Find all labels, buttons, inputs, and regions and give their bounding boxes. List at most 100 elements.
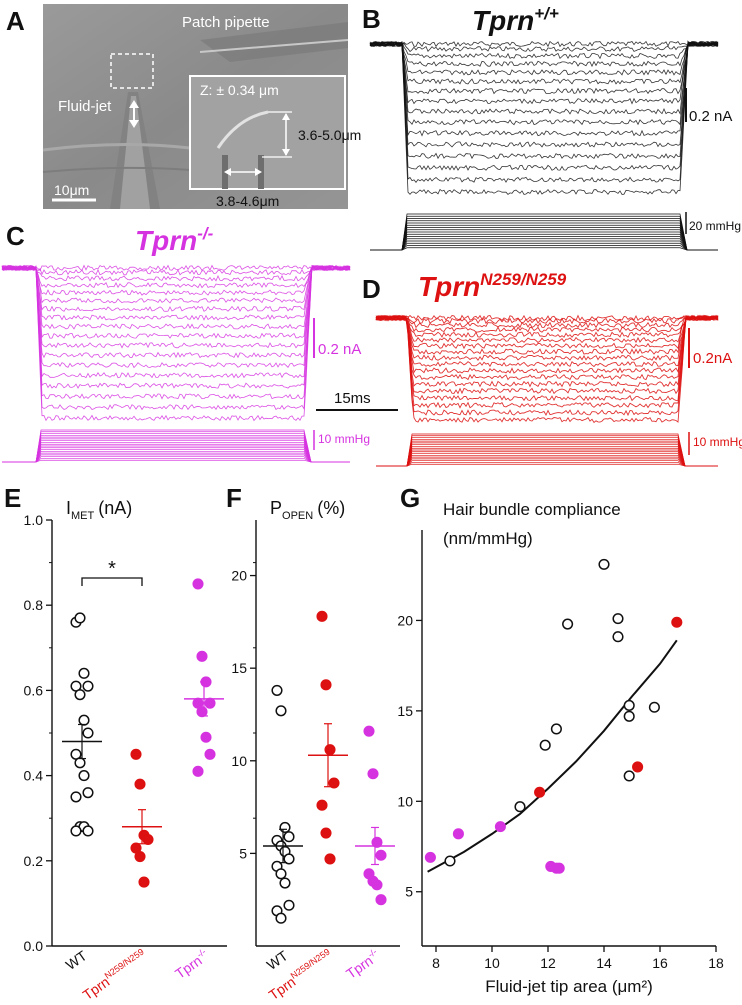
chart-title-unit: (nm/mmHg) [443, 529, 533, 548]
current-trace [369, 40, 719, 195]
data-point [200, 731, 212, 743]
category-label: Tprn-/- [171, 947, 211, 982]
current-trace [369, 40, 719, 95]
data-point [550, 723, 562, 735]
current-trace [369, 40, 719, 60]
data-point [275, 868, 287, 880]
data-point [74, 689, 86, 701]
pressure-trace [376, 446, 718, 467]
data-point [632, 761, 644, 773]
data-point [192, 765, 204, 777]
current-trace [1, 264, 350, 379]
y-tick-label: 15 [397, 703, 413, 719]
significance-marker: * [108, 558, 116, 580]
data-point [192, 578, 204, 590]
panel-label-g: G [400, 483, 420, 513]
x-tick-label: 10 [484, 955, 500, 971]
category-label: WT [63, 947, 90, 973]
pressure-trace [370, 238, 718, 251]
y-tick-label: 10 [397, 793, 413, 809]
patch-pipette-label: Patch pipette [182, 14, 270, 31]
panel-c-title-base: Tprn [135, 225, 197, 256]
panel-b-title-sup: +/+ [534, 4, 559, 23]
data-point [648, 701, 660, 713]
data-point [320, 827, 332, 839]
data-point [74, 757, 86, 769]
pressure-trace [2, 431, 350, 463]
pressure-trace [370, 247, 718, 251]
panel-label-b: B [362, 4, 381, 34]
current-trace [369, 41, 719, 115]
current-trace [369, 40, 719, 137]
current-trace [369, 40, 719, 85]
y-tick-label: 0.8 [24, 597, 44, 613]
data-point [562, 618, 574, 630]
panel-label-f: F [226, 483, 242, 513]
fit-curve [427, 639, 678, 873]
current-trace [375, 314, 719, 381]
panel-label-e: E [4, 483, 21, 513]
current-trace [1, 264, 351, 282]
data-point [78, 667, 90, 679]
current-trace [369, 40, 719, 160]
data-point [204, 748, 216, 760]
pressure-trace [370, 224, 718, 251]
pressure-trace [370, 242, 718, 251]
data-point [134, 850, 146, 863]
y-tick-label: 0.0 [24, 938, 44, 954]
current-trace [375, 314, 719, 322]
data-point [283, 899, 295, 911]
data-point [324, 744, 336, 756]
panel-c-traces [1, 264, 351, 463]
current-trace [369, 40, 719, 126]
category-label: Tprn-/- [342, 947, 382, 982]
scale-bar-label: 10μm [54, 182, 89, 198]
significance-bracket [81, 577, 143, 586]
data-point [316, 799, 328, 811]
current-trace [375, 314, 719, 424]
data-point [324, 853, 336, 865]
panel-c-time-scale: 15ms [334, 390, 371, 407]
current-trace [1, 265, 351, 296]
y-tick-label: 5 [239, 845, 247, 861]
chart-title: Hair bundle compliance [443, 500, 621, 519]
current-trace [375, 314, 719, 402]
x-tick-label: 8 [432, 955, 440, 971]
inset-box [189, 75, 346, 190]
pressure-trace [370, 215, 718, 251]
chart-e: 0.00.20.40.60.81.0IMET(nA)WTTprnN259/N25… [24, 498, 227, 1003]
data-point [424, 851, 436, 863]
chart-title: IMET(nA) [66, 498, 132, 522]
data-point [204, 697, 216, 709]
x-tick-label: 12 [540, 955, 556, 971]
panel-d-traces [375, 314, 719, 467]
current-trace [369, 40, 719, 48]
panel-d-title-sup: N259/N259 [480, 270, 567, 289]
current-trace [1, 265, 350, 359]
current-trace [369, 41, 719, 183]
pressure-trace [2, 456, 350, 463]
data-point [375, 894, 387, 906]
current-trace [369, 41, 719, 105]
x-tick-label: 16 [652, 955, 668, 971]
y-tick-label: 5 [405, 884, 413, 900]
data-point [78, 770, 90, 782]
panel-d-title: TprnN259/N259 [418, 270, 567, 302]
data-point [134, 778, 146, 790]
current-trace [2, 265, 351, 304]
pressure-trace [370, 229, 718, 251]
x-tick-label: 18 [708, 955, 724, 971]
current-trace [375, 314, 719, 395]
inset-z-label: Z: ± 0.34 μm [200, 82, 279, 98]
current-trace [375, 315, 719, 417]
pressure-trace [2, 445, 350, 463]
data-point [70, 791, 82, 803]
current-trace [375, 315, 719, 362]
panel-label-d: D [362, 274, 381, 304]
current-trace [375, 314, 719, 368]
current-trace [1, 264, 351, 272]
data-point [494, 821, 506, 833]
current-trace [369, 40, 719, 148]
data-point [623, 699, 635, 711]
